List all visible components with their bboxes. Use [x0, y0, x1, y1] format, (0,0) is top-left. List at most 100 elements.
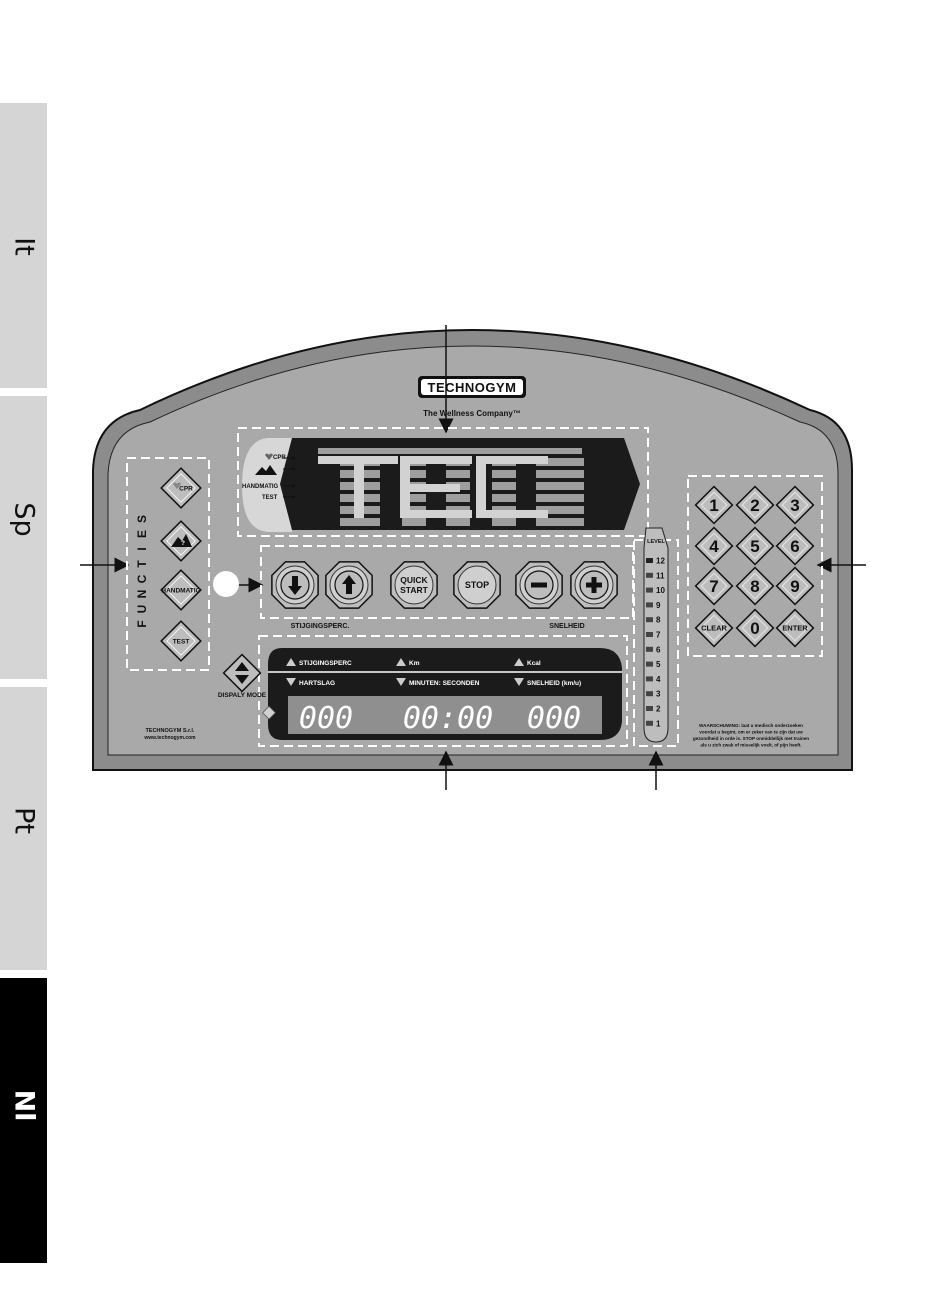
key-8-button[interactable]: 8 — [735, 566, 775, 606]
level-number: 3 — [656, 690, 661, 699]
level-number: 12 — [656, 557, 665, 566]
matrix-cell — [560, 458, 584, 466]
matrix-cell — [402, 470, 426, 478]
matrix-cell — [492, 482, 516, 490]
tab-sp[interactable]: Sp — [0, 396, 47, 679]
readout-top-label: Km — [409, 660, 420, 667]
function-button-cpr[interactable]: CPR — [160, 467, 202, 509]
key-label: ENTER — [782, 624, 808, 633]
key-label: 8 — [750, 577, 759, 596]
matrix-cell — [340, 470, 364, 478]
tab-it[interactable]: It — [0, 103, 47, 388]
level-bar — [646, 602, 653, 608]
readout-top-label: Kcal — [527, 660, 541, 667]
level-bar — [646, 706, 653, 711]
key-9-button[interactable]: 9 — [775, 566, 815, 606]
mode-panel — [242, 438, 292, 532]
function-button-handmatig[interactable]: HANDMATIG — [160, 569, 202, 611]
functions-title-letter: C — [135, 574, 149, 583]
key-enter-button[interactable]: ENTER — [775, 608, 815, 648]
matrix-cell — [340, 506, 364, 514]
key-1-button[interactable]: 1 — [694, 485, 734, 525]
level-bar — [646, 617, 653, 623]
key-label: 1 — [709, 496, 718, 515]
triangle-up-icon — [514, 658, 524, 666]
function-button-profile[interactable]: ? — [160, 520, 202, 562]
incline-down-button[interactable] — [271, 561, 319, 609]
level-number: 5 — [656, 660, 661, 669]
readout-bottom-label: SNELHEID (km/u) — [527, 680, 581, 687]
mountain-icon — [255, 465, 277, 475]
readout-pointer — [262, 705, 276, 720]
arrow-up-icon — [342, 575, 356, 594]
company-name: TECHNOGYM S.r.l. — [146, 728, 195, 734]
key-0-button[interactable]: 0 — [735, 608, 775, 648]
matrix-cell — [536, 470, 560, 478]
stop-label: STOP — [465, 580, 489, 590]
company-url: www.technogym.com — [143, 735, 196, 741]
functions-title-letter: N — [135, 590, 149, 599]
functions-title-letter: U — [135, 605, 149, 614]
mode-label-cpr: CPR — [273, 455, 286, 461]
speed-minus-button[interactable] — [515, 561, 563, 609]
level-bar — [646, 646, 653, 652]
function-button-label: TEST — [173, 639, 190, 646]
matrix-cell — [446, 470, 470, 478]
incline-up-button[interactable] — [325, 561, 373, 609]
display-mode-label: DISPALY MODE — [218, 692, 267, 699]
readout-value-center: 00:00 — [403, 701, 493, 736]
stop-button[interactable]: STOP — [453, 561, 501, 609]
functions-title-letter: T — [135, 560, 149, 568]
key-clear-button[interactable]: CLEAR — [694, 608, 734, 648]
tab-nl[interactable]: Nl — [0, 978, 47, 1263]
level-number: 8 — [656, 616, 661, 625]
arrow-down-icon — [288, 576, 302, 595]
level-bar — [646, 661, 653, 667]
matrix-cell — [560, 494, 584, 502]
key-2-button[interactable]: 2 — [735, 485, 775, 525]
quick-start-label-1: QUICK — [400, 575, 428, 585]
incline-label: STIJGINGSPERC. — [291, 623, 350, 630]
matrix-cell — [356, 470, 380, 478]
heart-icon — [173, 482, 181, 489]
display-mode-button[interactable] — [222, 653, 262, 693]
quick-start-label-2: START — [400, 585, 429, 595]
matrix-cell — [356, 506, 380, 514]
matrix-cell — [356, 482, 380, 490]
triangle-down-icon — [286, 678, 296, 686]
key-5-button[interactable]: 5 — [735, 526, 775, 566]
matrix-cell — [402, 518, 426, 526]
triangle-down-icon — [396, 678, 406, 686]
tab-pt[interactable]: Pt — [0, 687, 47, 970]
key-label: 6 — [790, 537, 799, 556]
mode-label-handmatig: HANDMATIG — [242, 484, 279, 490]
key-3-button[interactable]: 3 — [775, 485, 815, 525]
readout-bottom-label: MINUTEN: SECONDEN — [409, 680, 480, 687]
matrix-cell — [340, 482, 364, 490]
key-4-button[interactable]: 4 — [694, 526, 734, 566]
minus-icon — [531, 582, 547, 588]
matrix-text: TEC — [600, 520, 613, 526]
speed-plus-button[interactable] — [570, 561, 618, 609]
level-number: 1 — [656, 719, 661, 728]
matrix-cell — [492, 518, 516, 526]
warning-line: gezondheid in orde is. STOP onmiddellijk… — [693, 736, 809, 741]
level-number: 11 — [656, 571, 665, 580]
functions-title-letter: I — [135, 547, 149, 550]
functions-title-letter: S — [135, 515, 149, 523]
function-button-test[interactable]: TEST — [160, 620, 202, 662]
mode-label-test: TEST — [262, 495, 278, 501]
warning-line: WAARSCHUWING: laat u medisch onderzoeken — [699, 723, 803, 728]
triangle-up-icon — [286, 658, 296, 666]
readout-bottom-label: HARTSLAG — [299, 680, 335, 687]
key-6-button[interactable]: 6 — [775, 526, 815, 566]
warning-text: WAARSCHUWING: laat u medisch onderzoeken… — [693, 723, 809, 748]
level-bar — [646, 572, 653, 578]
key-7-button[interactable]: 7 — [694, 566, 734, 606]
callout-marker — [213, 571, 239, 597]
level-panel — [643, 527, 669, 743]
mountain-icon — [171, 534, 192, 547]
